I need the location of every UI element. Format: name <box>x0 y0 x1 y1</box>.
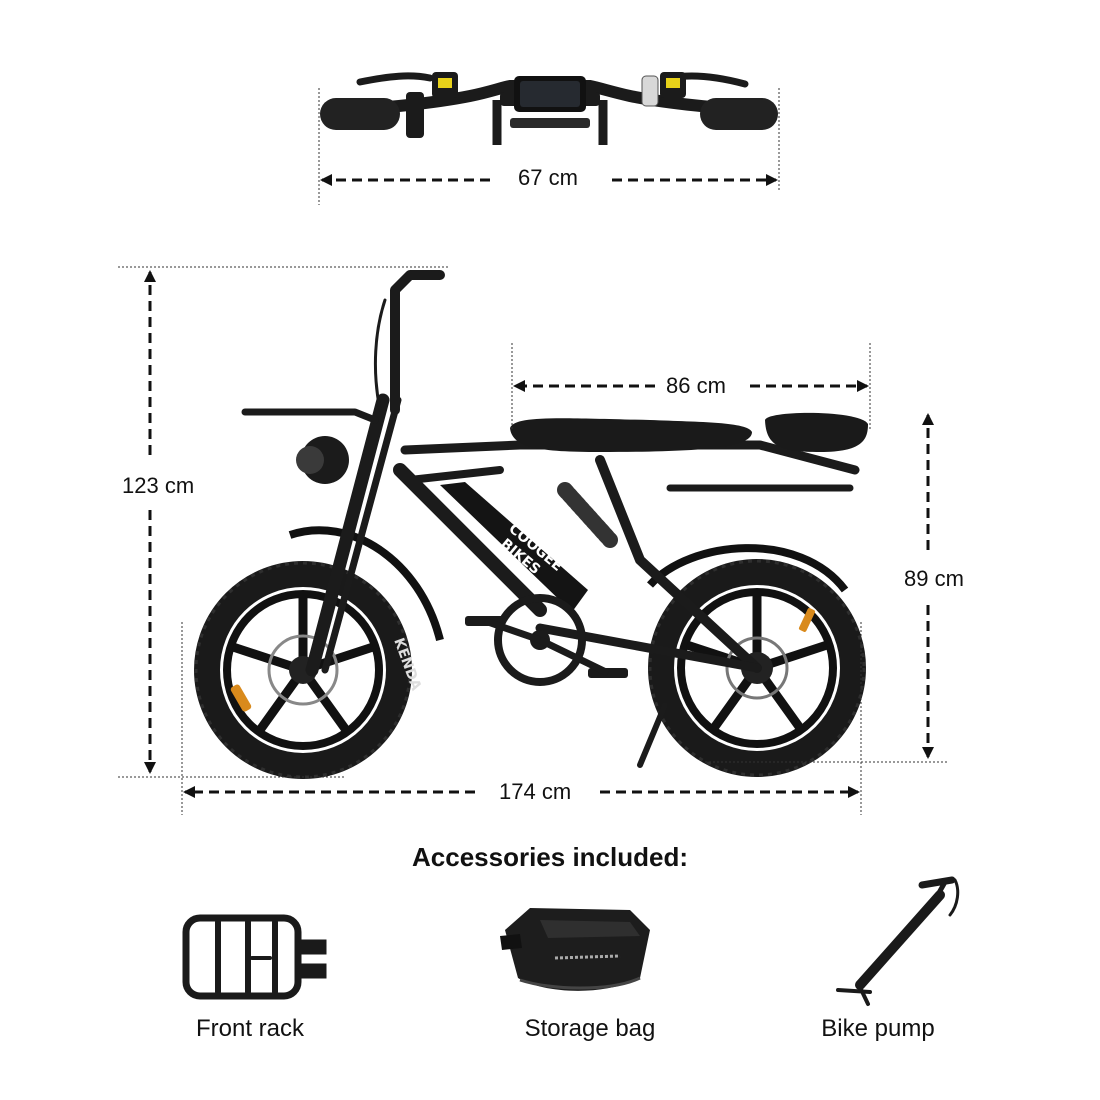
handlebar-width-label: 67 cm <box>512 165 584 191</box>
bike-frame <box>241 270 860 768</box>
main-seat <box>510 418 752 452</box>
accessory-label-storage-bag: Storage bag <box>524 1015 656 1042</box>
storage-bag-icon <box>500 908 650 991</box>
accessory-label-front-rack: Front rack <box>195 1015 305 1042</box>
rear-wheel <box>647 544 866 777</box>
rear-seat <box>765 412 868 452</box>
chainring <box>494 594 586 686</box>
seat-height-label: 89 cm <box>898 566 970 592</box>
total-height-dimension <box>118 266 448 778</box>
seat-length-dimension <box>511 343 871 430</box>
total-length-label: 174 cm <box>493 779 578 805</box>
handlebar-image <box>320 72 778 145</box>
front-wheel: KENDA <box>194 526 444 779</box>
total-height-label: 123 cm <box>116 473 201 499</box>
seat-length-label: 86 cm <box>660 373 732 399</box>
accessory-label-bike-pump: Bike pump <box>821 1015 935 1042</box>
seat-height-dimension <box>705 413 948 763</box>
front-rack-icon <box>182 914 327 1000</box>
total-length-dimension <box>181 622 862 815</box>
handlebar-width-dimension <box>318 88 780 205</box>
bike-pump-icon <box>836 876 960 1006</box>
accessories-heading: Accessories included: <box>412 842 688 872</box>
bike-image: KENDA <box>194 270 868 779</box>
